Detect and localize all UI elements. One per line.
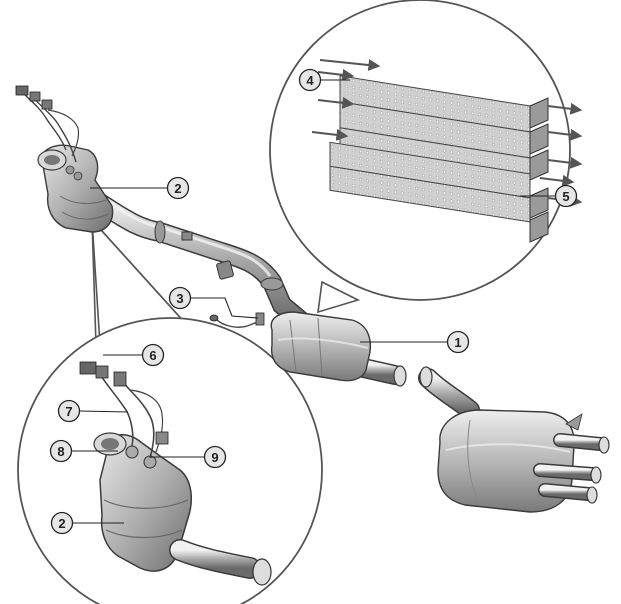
rear-silencer: [437, 409, 610, 513]
callout-1-label: 1: [454, 335, 461, 350]
callout-8: 8: [49, 439, 73, 463]
tailpipes: [533, 413, 610, 504]
particulate-filter-main: [37, 144, 114, 233]
callout-5: 5: [554, 184, 578, 208]
callout-7-label: 7: [65, 404, 72, 419]
leader-lines: [72, 79, 555, 524]
callout-2-inset-label: 2: [58, 516, 65, 531]
callout-2-main: 2: [166, 176, 190, 200]
callout-1: 1: [446, 330, 470, 354]
callout-2-main-label: 2: [174, 181, 181, 196]
exhaust-pipe-assembly: [85, 190, 480, 420]
callout-9-label: 9: [211, 450, 218, 465]
magnify-circle-bottom: [17, 217, 323, 604]
callout-3: 3: [168, 286, 192, 310]
callout-2-inset: 2: [50, 511, 74, 535]
callout-6-label: 6: [149, 348, 156, 363]
callout-3-label: 3: [176, 291, 183, 306]
particulate-filter-inset: [79, 361, 272, 586]
filter-core-cutaway: [311, 59, 583, 243]
callout-4: 4: [298, 68, 322, 92]
callout-7: 7: [57, 399, 81, 423]
sensor-wiring-main: [15, 85, 80, 163]
center-silencer: [270, 311, 372, 382]
sensor-3: [209, 312, 265, 328]
callout-5-label: 5: [562, 189, 569, 204]
callout-9: 9: [203, 445, 227, 469]
callout-6: 6: [141, 343, 165, 367]
callout-4-label: 4: [306, 73, 314, 88]
callout-8-label: 8: [57, 444, 64, 459]
